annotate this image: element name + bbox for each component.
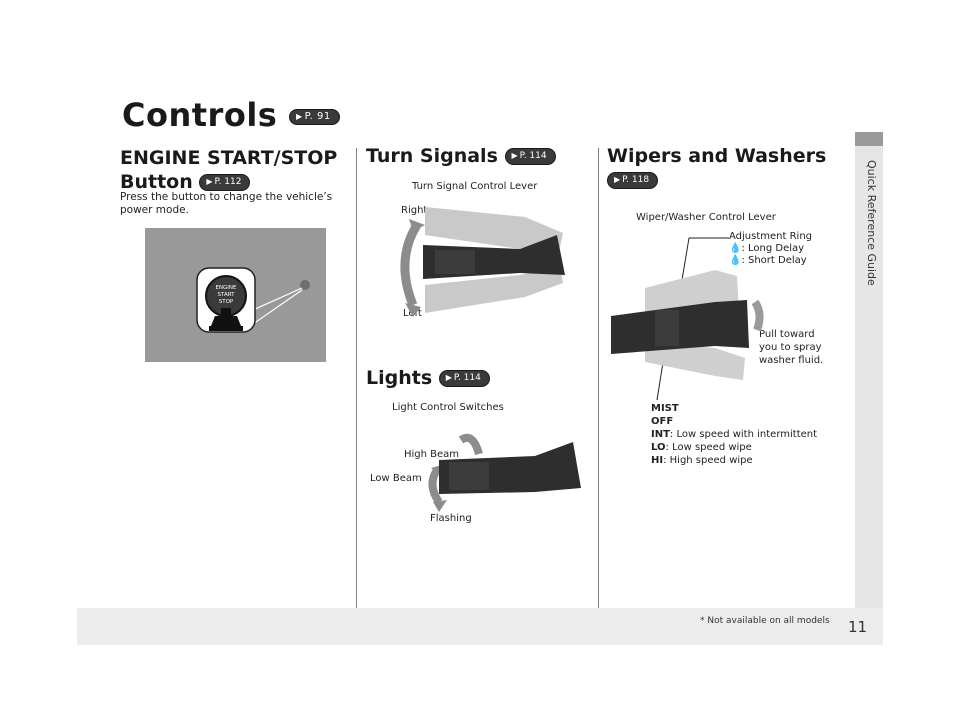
side-tab[interactable] [855,132,883,608]
wipers-ref-link[interactable]: ▶P. 118 [607,172,659,189]
engine-ref-text: P. 112 [214,177,242,187]
pull-toward-label: Pull toward you to spray washer fluid. [759,328,823,367]
low-beam-label: Low Beam [370,473,422,484]
pull-line-1: Pull toward [759,329,815,340]
wipers-ref-text: P. 118 [622,175,650,185]
ref-arrow-icon: ▶ [614,175,621,184]
turn-arc [400,222,421,307]
wiper-ghost-2 [645,342,745,380]
lights-title: Lights ▶P. 114 [366,366,490,390]
lo-mode-key: LO [651,442,666,453]
ref-arrow-icon: ▶ [206,177,213,186]
wiper-lever[interactable] [611,300,749,354]
turn-arrow-down-icon [405,303,421,317]
ref-arrow-icon: ▶ [445,373,452,382]
callout-line-1 [252,287,303,311]
turn-arrow-up-icon [409,219,425,231]
arrow-head-down-icon [433,500,447,512]
turn-signals-ref-link[interactable]: ▶P. 114 [504,148,556,165]
engine-title-line2-text: Button [120,171,193,193]
engine-section-title: ENGINE START/STOP Button ▶P. 112 [120,146,337,194]
finger-base [209,326,243,331]
wipers-title-text: Wipers and Washers [607,145,827,167]
ref-arrow-icon: ▶ [295,112,303,121]
column-divider-1 [356,148,357,608]
dash-dot [300,280,310,290]
long-delay-label: 💧: Long Delay [729,243,804,254]
page-title-text: Controls [122,96,278,134]
long-delay-icon: 💧 [729,243,742,254]
lever-band [435,250,475,274]
wiper-ring[interactable] [655,310,679,346]
lever-ghost-down [425,267,563,313]
pull-arrow-icon [751,299,764,332]
int-mode-row: INT: Low speed with intermittent [651,428,817,441]
engine-title-line2: Button ▶P. 112 [120,170,337,194]
engine-button-graphic: ENGINE START STOP [196,267,310,333]
turn-signal-lever-diagram [400,207,565,317]
pull-line-2: you to spray [759,342,822,353]
adjustment-ring-label: Adjustment Ring [729,231,813,242]
turn-signal-lever-label: Turn Signal Control Lever [412,181,538,192]
turn-signals-title-text: Turn Signals [366,145,498,167]
light-switch-band[interactable] [449,462,489,490]
page-ref-text: P. 91 [304,111,331,122]
engine-btn-text-1: ENGINE [215,285,237,291]
wipers-title: Wipers and Washers ▶P. 118 [607,144,826,192]
hi-mode-key: HI [651,455,664,466]
short-delay-text: : Short Delay [741,255,807,266]
wiper-modes-legend: MIST OFF INT: Low speed with intermitten… [651,402,817,467]
long-delay-text: : Long Delay [741,243,805,254]
callout-line-2 [252,289,303,325]
engine-title-line1: ENGINE START/STOP [120,147,338,169]
turn-signals-ref-text: P. 114 [519,151,547,161]
int-mode-key: INT [651,429,670,440]
lever-ghost-up [425,207,563,249]
wiper-lever-label: Wiper/Washer Control Lever [636,212,776,223]
short-delay-icon: 💧 [729,255,742,266]
flash-arrow-icon [428,467,443,505]
hi-mode-row: HI: High speed wipe [651,454,817,467]
side-tab-label: Quick Reference Guide [865,160,878,286]
lights-ref-link[interactable]: ▶P. 114 [438,370,490,387]
flashing-label: Flashing [430,513,472,524]
footer-band [77,608,883,645]
page-title: Controls ▶P. 91 [122,96,340,134]
lo-mode-desc: : Low speed wipe [665,442,752,453]
mist-mode: MIST [651,403,679,414]
high-beam-label: High Beam [404,449,460,460]
light-lever-diagram [428,433,581,512]
engine-button-illustration: ENGINE START STOP [145,228,326,362]
page-ref-link[interactable]: ▶P. 91 [288,109,340,125]
column-divider-2 [598,148,599,608]
engine-btn-text-2: START [218,292,236,298]
press-arrow-icon [211,308,241,326]
page-number: 11 [848,618,868,636]
off-mode: OFF [651,416,674,427]
lo-mode-row: LO: Low speed wipe [651,441,817,454]
turn-signals-title: Turn Signals ▶P. 114 [366,144,556,168]
short-delay-label: 💧: Short Delay [729,255,807,266]
wiper-lever-diagram [611,237,764,401]
lights-title-text: Lights [366,367,433,389]
engine-description: Press the button to change the vehicle’s… [120,191,333,216]
turn-right-label: Right [401,205,428,216]
hi-mode-desc: : High speed wipe [663,455,753,466]
int-mode-desc: : Low speed with intermittent [669,429,818,440]
lights-ref-text: P. 114 [453,373,481,383]
ref-arrow-icon: ▶ [511,151,518,160]
side-tab-marker [855,132,883,146]
engine-ref-link[interactable]: ▶P. 112 [199,174,251,191]
footnote: * Not available on all models [700,616,830,626]
pull-line-3: washer fluid. [759,355,824,366]
engine-btn-text-3: STOP [219,299,234,305]
light-switches-label: Light Control Switches [392,402,504,413]
high-beam-arrow-icon [458,433,483,456]
